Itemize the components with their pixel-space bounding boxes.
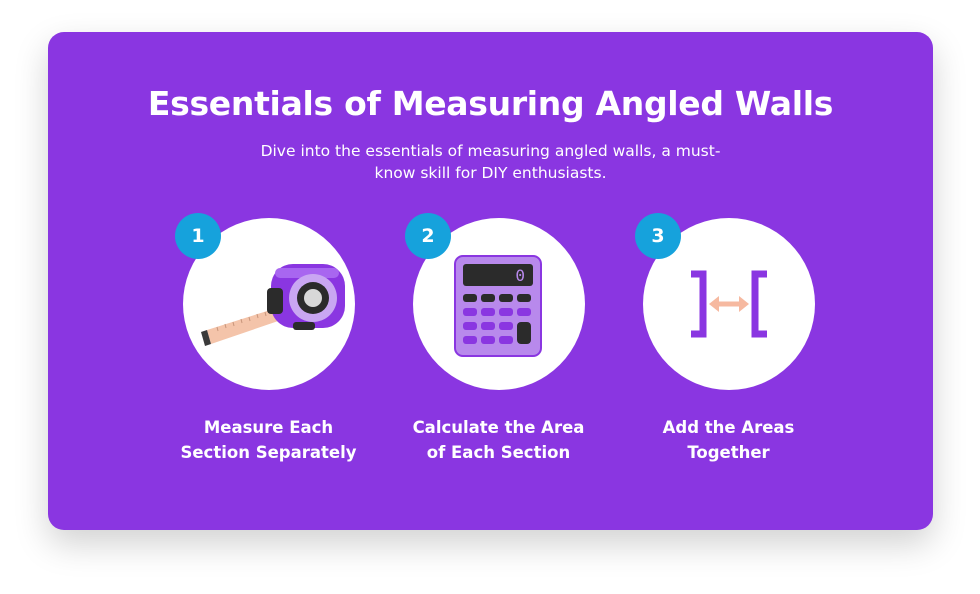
step-2: 0 [366,32,606,530]
calculator-display: 0 [515,266,525,285]
calculator-icon: 0 [454,255,542,357]
step-2-badge: 2 [405,213,451,259]
step-3-label: Add the Areas Together [662,418,795,462]
brackets-arrow-icon [691,270,767,338]
tape-measure-icon [201,264,345,346]
step-1-badge: 1 [175,213,221,259]
step-3: 3 Add the Areas Together [596,32,836,530]
step-3-badge: 3 [635,213,681,259]
step-1: 1 Measure Each Section Separately [136,32,376,530]
step-2-label: Calculate the Area of Each Section [412,418,585,462]
page-title: Essentials of Measuring Angled Walls [147,84,834,123]
step-1-label: Measure Each Section Separately [180,418,357,462]
page-subtitle: Dive into the essentials of measuring an… [260,142,721,182]
infographic-card: Essentials of Measuring Angled Walls Div… [48,32,933,530]
